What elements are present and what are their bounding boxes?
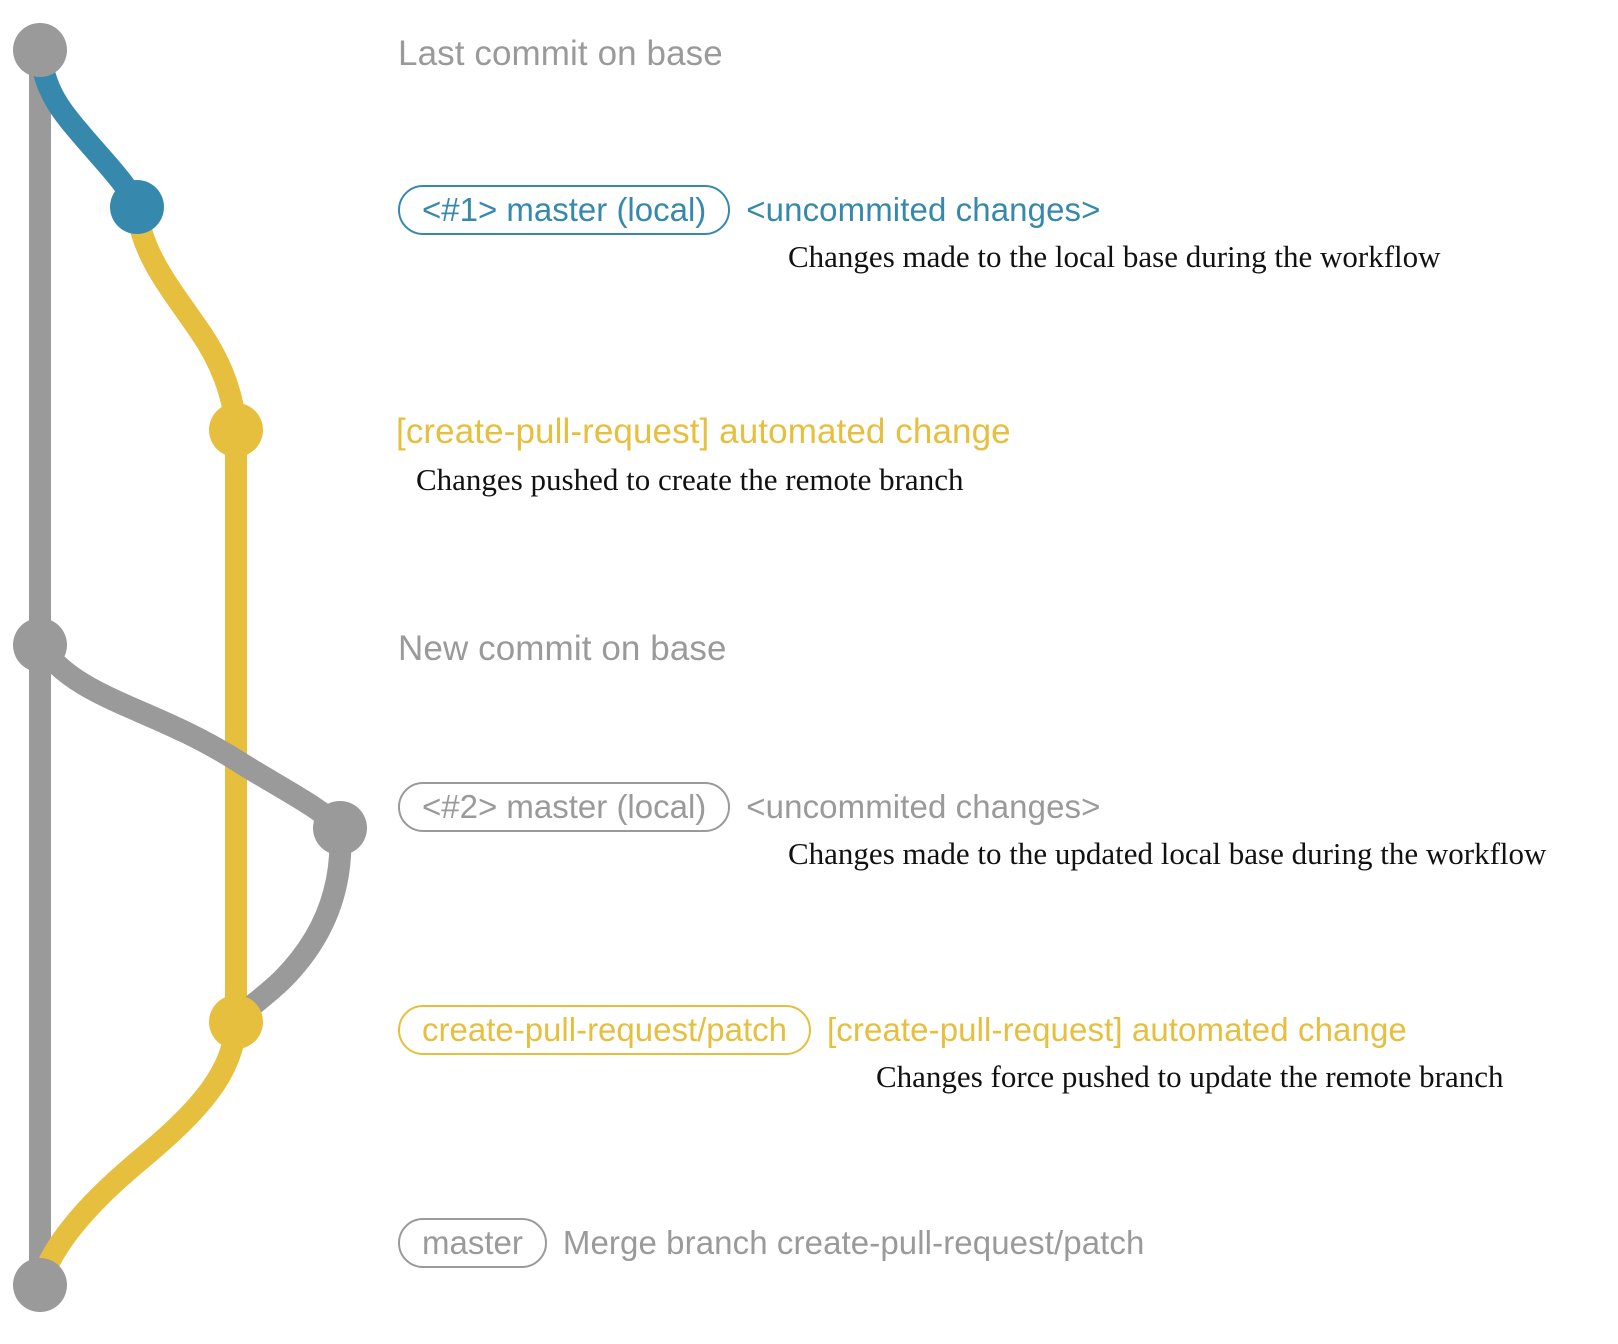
commit-subject: [create-pull-request] automated change: [827, 1011, 1407, 1048]
commit-node-master-local-2[interactable]: [313, 801, 367, 855]
annotation-note-automated-change-2: Changes force pushed to update the remot…: [876, 1059, 1504, 1094]
annotation-automated-change-2: create-pull-request/patch [create-pull-r…: [398, 1005, 1407, 1055]
commit-node-automated-change-2[interactable]: [209, 995, 263, 1049]
annotation-new-commit-on-base: New commit on base: [398, 629, 727, 669]
commit-node-new-commit-on-base[interactable]: [13, 618, 67, 672]
ref-badge-master[interactable]: master: [398, 1218, 547, 1268]
commit-heading: New commit on base: [398, 629, 727, 668]
annotation-merge-branch: master Merge branch create-pull-request/…: [398, 1218, 1144, 1268]
edge-local2-to-patch2: [225, 817, 352, 1033]
commit-subject: <uncommited changes>: [746, 788, 1101, 825]
commit-subject: [create-pull-request] automated change: [396, 412, 1011, 451]
annotation-master-local-2: <#2> master (local) <uncommited changes>: [398, 782, 1101, 832]
edge-base-to-local1: [29, 39, 148, 218]
ref-badge-create-pull-request-patch[interactable]: create-pull-request/patch: [398, 1005, 812, 1055]
annotation-note-master-local-1: Changes made to the local base during th…: [788, 239, 1441, 274]
annotation-note-automated-change-1: Changes pushed to create the remote bran…: [416, 462, 964, 497]
ref-badge-master-local-1[interactable]: <#1> master (local): [398, 185, 731, 235]
edge-patch2-to-merge: [29, 1011, 247, 1296]
commit-node-last-commit-on-base[interactable]: [13, 23, 67, 77]
edge-base-to-local2: [29, 634, 351, 839]
annotation-automated-change-1: [create-pull-request] automated change: [396, 412, 1011, 452]
annotation-master-local-1: <#1> master (local) <uncommited changes>: [398, 185, 1101, 235]
annotation-last-commit-on-base: Last commit on base: [398, 34, 723, 74]
commit-node-automated-change-1[interactable]: [209, 403, 263, 457]
commit-heading: Last commit on base: [398, 34, 723, 73]
edge-local1-to-patch1: [126, 196, 247, 441]
commit-subject: <uncommited changes>: [746, 191, 1101, 228]
ref-badge-master-local-2[interactable]: <#2> master (local): [398, 782, 731, 832]
commit-node-merge-branch[interactable]: [13, 1258, 67, 1312]
annotation-note-master-local-2: Changes made to the updated local base d…: [788, 836, 1547, 871]
commit-subject: Merge branch create-pull-request/patch: [562, 1224, 1145, 1261]
commit-node-master-local-1[interactable]: [110, 180, 164, 234]
